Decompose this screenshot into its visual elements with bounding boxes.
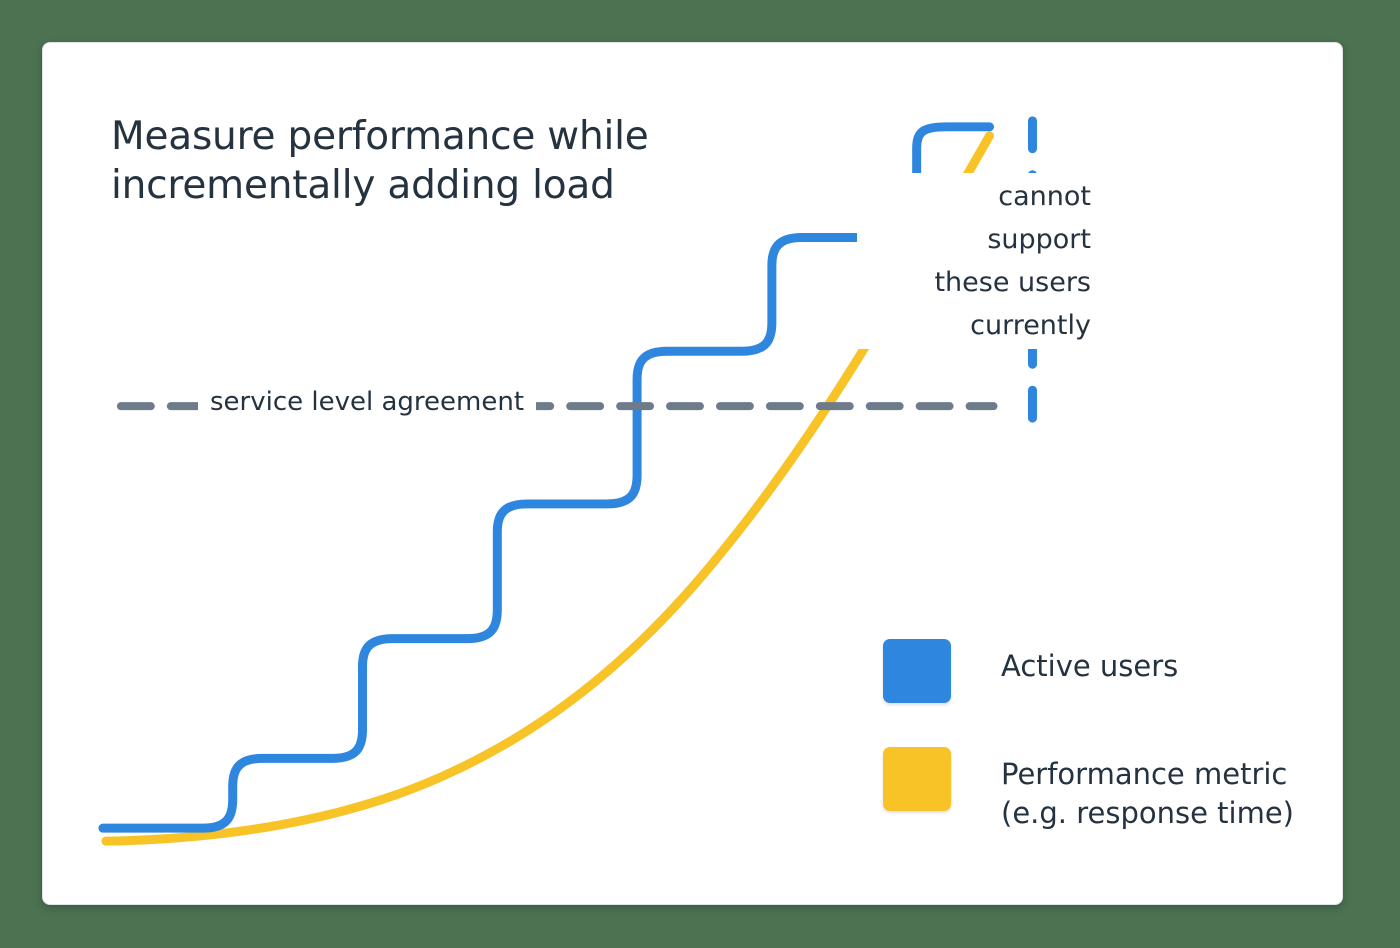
legend-item-active-users: Active users — [883, 639, 1303, 703]
capacity-annotation: cannot support these users currently — [857, 173, 1097, 349]
annotation-line-3: these users — [934, 267, 1091, 298]
legend-label-performance-metric-line-2: (e.g. response time) — [1001, 796, 1294, 830]
annotation-line-2: support — [987, 224, 1091, 255]
legend-label-performance-metric-line-1: Performance metric — [1001, 757, 1288, 791]
sla-label: service level agreement — [198, 386, 537, 418]
title-line-1: Measure performance while — [111, 114, 649, 159]
annotation-line-4: currently — [970, 310, 1091, 341]
legend-label-active-users-line-1: Active users — [1001, 649, 1179, 683]
chart-legend: Active users Performance metric (e.g. re… — [883, 639, 1303, 877]
legend-swatch-performance-metric — [883, 747, 951, 811]
title-line-2: incrementally adding load — [111, 162, 615, 208]
legend-item-performance-metric: Performance metric (e.g. response time) — [883, 747, 1303, 833]
legend-label-performance-metric: Performance metric (e.g. response time) — [1001, 747, 1294, 833]
annotation-line-1: cannot — [998, 181, 1091, 212]
legend-label-active-users: Active users — [1001, 639, 1178, 686]
series-performance-metric-line — [101, 131, 995, 846]
chart-card: Measure performance while incrementally … — [42, 42, 1343, 905]
legend-swatch-active-users — [883, 639, 951, 703]
page-title: Measure performance while incrementally … — [111, 113, 751, 211]
